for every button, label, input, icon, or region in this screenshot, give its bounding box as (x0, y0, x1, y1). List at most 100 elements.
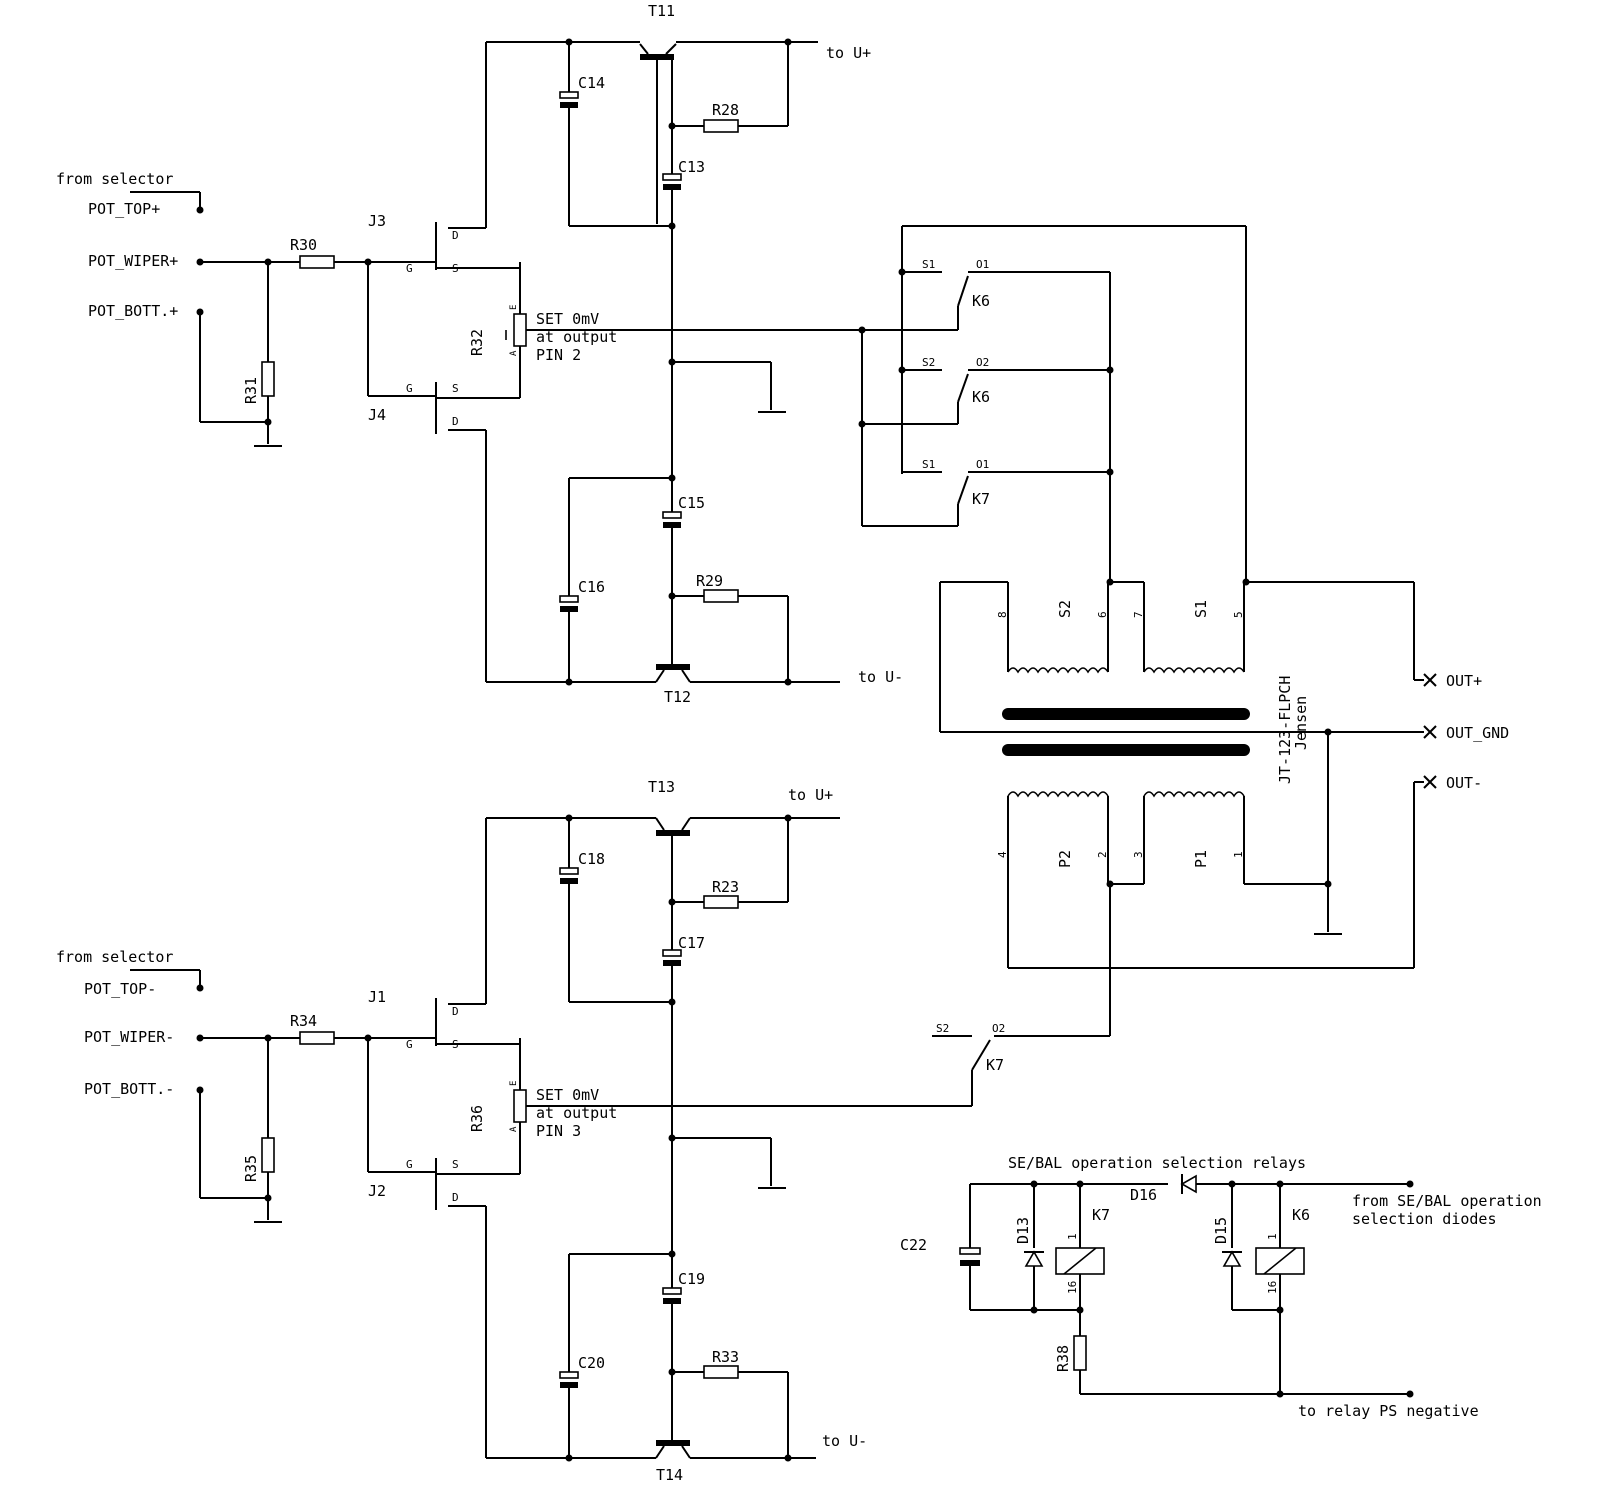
label-relay-title: SE/BAL operation selection relays (1008, 1154, 1306, 1172)
label-pot-bott-plus: POT_BOTT.+ (88, 302, 178, 320)
label-k7-b: K7 (986, 1056, 1004, 1074)
label-transformer-model: JT-123-FLPCH (1276, 676, 1294, 784)
label-r32: R32 (468, 329, 486, 356)
label-p1: P1 (1192, 850, 1210, 868)
label-r29: R29 (696, 572, 723, 590)
label-j2: J2 (368, 1182, 386, 1200)
label-k6b-o2: O2 (976, 356, 989, 369)
label-k6b-s2: S2 (922, 356, 935, 369)
label-j3-g: G (406, 262, 413, 275)
label-r32-a: A (509, 350, 519, 356)
label-j4: J4 (368, 406, 386, 424)
lower-amplifier: T13 to U+ C18 R23 C17 (56, 778, 972, 1484)
label-from-selector-2: from selector (56, 948, 173, 966)
label-d16: D16 (1130, 1186, 1157, 1204)
label-pin1n: 1 (1232, 851, 1245, 858)
label-pin4: 4 (996, 851, 1009, 858)
label-k7b-o2: O2 (992, 1022, 1005, 1035)
upper-amplifier: T11 to U+ C14 R28 C13 (56, 2, 903, 706)
out-plus-terminal (1423, 673, 1437, 687)
label-pin8: 8 (996, 611, 1009, 618)
label-pin3: PIN 3 (536, 1122, 581, 1140)
label-pin6: 6 (1096, 611, 1109, 618)
transistor-t11 (639, 43, 677, 224)
label-c14: C14 (578, 74, 605, 92)
label-j1: J1 (368, 988, 386, 1006)
label-from-selector-1: from selector (56, 170, 173, 188)
label-k7a-o1: O1 (976, 458, 989, 471)
label-out-minus: OUT- (1446, 774, 1482, 792)
label-j3: J3 (368, 212, 386, 230)
label-pin2n: 2 (1096, 851, 1109, 858)
transistor-t14 (655, 1440, 691, 1459)
label-j2-g: G (406, 1158, 413, 1171)
transformer: S2 S1 8 7 6 5 JT-123-FLPCH Jensen P2 P1 … (939, 581, 1509, 969)
label-s1: S1 (1192, 600, 1210, 618)
label-r34: R34 (290, 1012, 317, 1030)
label-r31: R31 (242, 377, 260, 404)
label-j3-s: S (452, 262, 459, 275)
label-r30: R30 (290, 236, 317, 254)
label-c15: C15 (678, 494, 705, 512)
label-j1-s: S (452, 1038, 459, 1051)
label-j4-s: S (452, 382, 459, 395)
relay-contacts: S1 O1 K6 S2 O2 K6 S1 O1 K7 S2 O2 (858, 225, 1250, 1106)
label-k6-pin16: 16 (1266, 1281, 1279, 1294)
label-pot-bott-minus: POT_BOTT.- (84, 1080, 174, 1098)
label-k7b-s2: S2 (936, 1022, 949, 1035)
label-c20: C20 (578, 1354, 605, 1372)
out-minus-terminal (1423, 775, 1437, 789)
label-c22: C22 (900, 1236, 927, 1254)
label-j2-d: D (452, 1191, 459, 1204)
label-k6a-o1: O1 (976, 258, 989, 271)
label-from-sebal-2: selection diodes (1352, 1210, 1497, 1228)
label-k7-a: K7 (972, 490, 990, 508)
label-r36: R36 (468, 1105, 486, 1132)
label-j4-d: D (452, 415, 459, 428)
label-out-gnd: OUT_GND (1446, 724, 1509, 742)
label-jensen: Jensen (1292, 696, 1310, 750)
label-from-sebal-1: from SE/BAL operation (1352, 1192, 1542, 1210)
label-pot-top-minus: POT_TOP- (84, 980, 156, 998)
label-r28: R28 (712, 101, 739, 119)
label-c17: C17 (678, 934, 705, 952)
label-k6-pin1: 1 (1266, 1233, 1279, 1240)
label-k7a-s1: S1 (922, 458, 935, 471)
label-at-output-2: at output (536, 1104, 617, 1122)
label-c19: C19 (678, 1270, 705, 1288)
label-j2-s: S (452, 1158, 459, 1171)
label-k6a-s1: S1 (922, 258, 935, 271)
label-to-uplus-1: to U+ (826, 44, 871, 62)
label-pin3n: 3 (1132, 851, 1145, 858)
transistor-t12 (655, 664, 691, 683)
label-s2: S2 (1056, 600, 1074, 618)
label-c13: C13 (678, 158, 705, 176)
label-to-uminus-1: to U- (858, 668, 903, 686)
label-c18: C18 (578, 850, 605, 868)
label-k7-coil: K7 (1092, 1206, 1110, 1224)
label-d15: D15 (1212, 1217, 1230, 1244)
label-k7-pin1: 1 (1066, 1233, 1079, 1240)
label-k6-coil: K6 (1292, 1206, 1310, 1224)
label-r38: R38 (1054, 1345, 1072, 1372)
label-k7-pin16: 16 (1066, 1281, 1079, 1294)
label-r35: R35 (242, 1155, 260, 1182)
out-gnd-terminal (1423, 725, 1437, 739)
label-j1-d: D (452, 1005, 459, 1018)
label-pin2: PIN 2 (536, 346, 581, 364)
label-to-uminus-2: to U- (822, 1432, 867, 1450)
relay-coils: SE/BAL operation selection relays D16 fr… (900, 1154, 1542, 1420)
label-t12: T12 (664, 688, 691, 706)
label-t14: T14 (656, 1466, 683, 1484)
label-t11: T11 (648, 2, 675, 20)
label-p2: P2 (1056, 850, 1074, 868)
label-to-relay-ps: to relay PS negative (1298, 1402, 1479, 1420)
label-pot-wiper-minus: POT_WIPER- (84, 1028, 174, 1046)
label-pin7: 7 (1132, 611, 1145, 618)
label-d13: D13 (1014, 1217, 1032, 1244)
label-j1-g: G (406, 1038, 413, 1051)
label-at-output-1: at output (536, 328, 617, 346)
label-k6-a: K6 (972, 292, 990, 310)
label-out-plus: OUT+ (1446, 672, 1482, 690)
